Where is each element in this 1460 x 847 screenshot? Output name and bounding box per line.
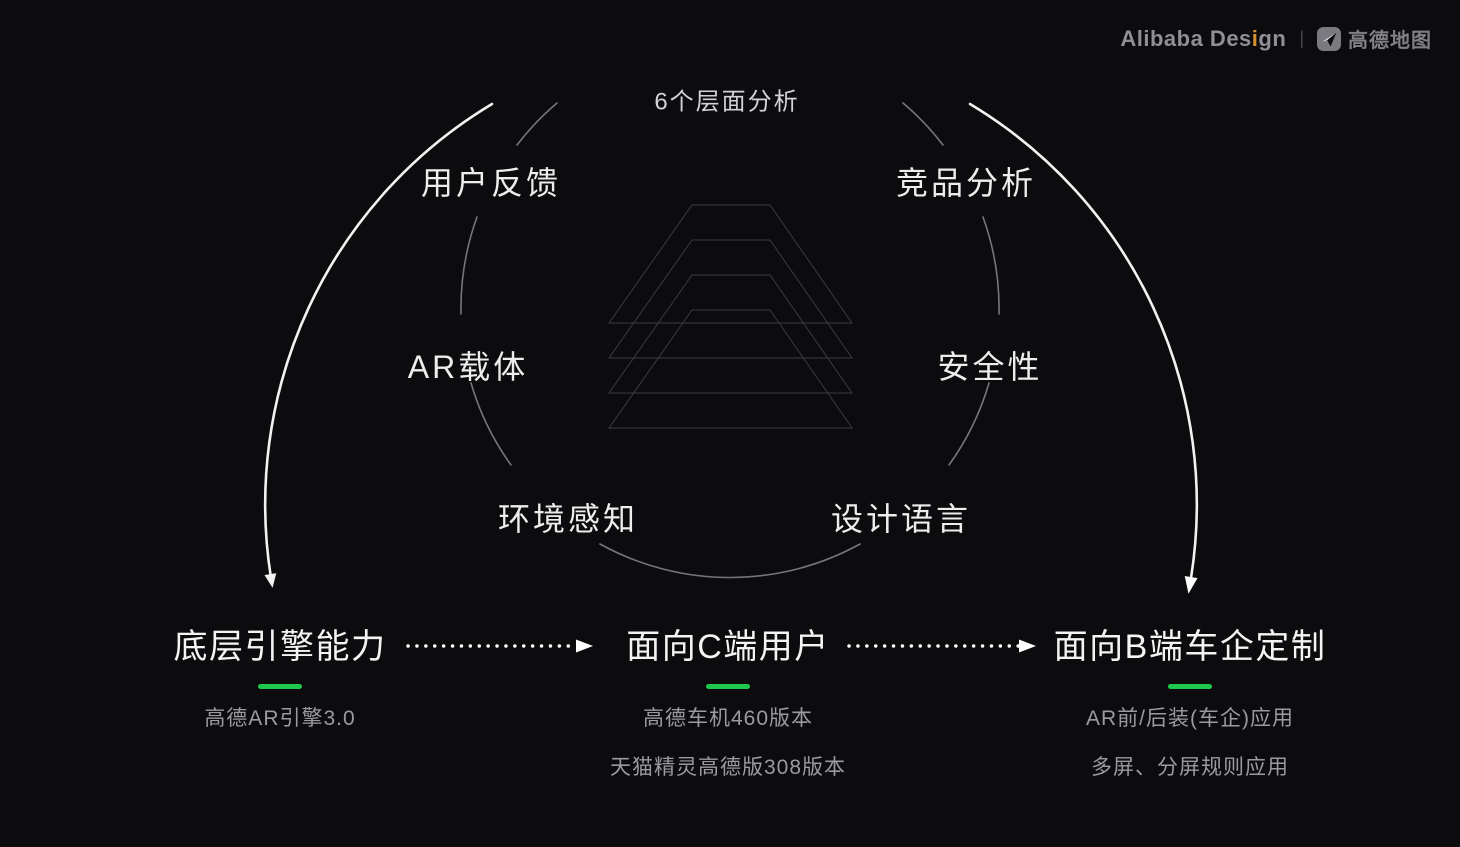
outcome-b-end-title: 面向B端车企定制: [1053, 628, 1327, 666]
arc-top-left: [516, 102, 558, 146]
arc-top-right: [902, 102, 944, 146]
amap-paper-plane-icon: [1317, 26, 1341, 51]
pyramid-layer-3: [608, 274, 853, 394]
arc-left-lower: [470, 382, 512, 466]
arc-right-lower: [948, 382, 990, 466]
alibaba-design-logo: Alibaba Design: [1120, 26, 1286, 52]
alibaba-design-accent-letter: i: [1251, 25, 1259, 51]
arc-bottom: [599, 543, 861, 579]
outcome-b-end-line-1: AR前/后装(车企)应用: [1086, 707, 1294, 730]
outcome-b-end-line-2: 多屏、分屏规则应用: [1091, 756, 1289, 779]
brand-divider: |: [1299, 28, 1304, 48]
circle-label-design-language: 设计语言: [830, 501, 972, 537]
outcome-engine-title: 底层引擎能力: [173, 628, 387, 666]
outcome-engine: 底层引擎能力 高德AR引擎3.0: [20, 626, 540, 732]
circle-label-ar-carrier: AR载体: [407, 349, 529, 385]
circle-label-safety: 安全性: [937, 349, 1043, 385]
alibaba-design-text: Alibaba Des: [1120, 25, 1252, 51]
pyramid-layer-1: [608, 204, 853, 324]
circle-label-environment-perception: 环境感知: [497, 501, 639, 537]
amap-name: 高德地图: [1348, 30, 1432, 52]
outcome-c-end-line-2: 天猫精灵高德版308版本: [609, 756, 847, 779]
circle-label-competitor-analysis: 竞品分析: [895, 165, 1037, 201]
amap-logo: 高德地图: [1317, 24, 1432, 53]
pyramid-layer-4: [608, 309, 853, 429]
brand-bar: Alibaba Design | 高德地图: [1120, 24, 1432, 53]
arc-right-upper: [982, 216, 1000, 315]
green-underline: [706, 684, 750, 689]
outcome-c-end: 面向C端用户 高德车机460版本 天猫精灵高德版308版本: [468, 626, 988, 781]
outcome-c-end-title: 面向C端用户: [626, 628, 830, 666]
diagram-title: 6个层面分析: [654, 88, 800, 116]
circle-label-user-feedback: 用户反馈: [420, 165, 562, 201]
outcome-engine-line-1: 高德AR引擎3.0: [204, 707, 356, 730]
pyramid-layers-icon: [608, 204, 853, 429]
green-underline: [1168, 684, 1212, 689]
pyramid-layer-2: [608, 239, 853, 359]
arc-left-upper: [460, 216, 478, 315]
outcome-b-end: 面向B端车企定制 AR前/后装(车企)应用 多屏、分屏规则应用: [930, 626, 1450, 781]
green-underline: [258, 684, 302, 689]
outcome-c-end-line-1: 高德车机460版本: [642, 707, 814, 730]
alibaba-design-text-end: gn: [1258, 25, 1287, 51]
